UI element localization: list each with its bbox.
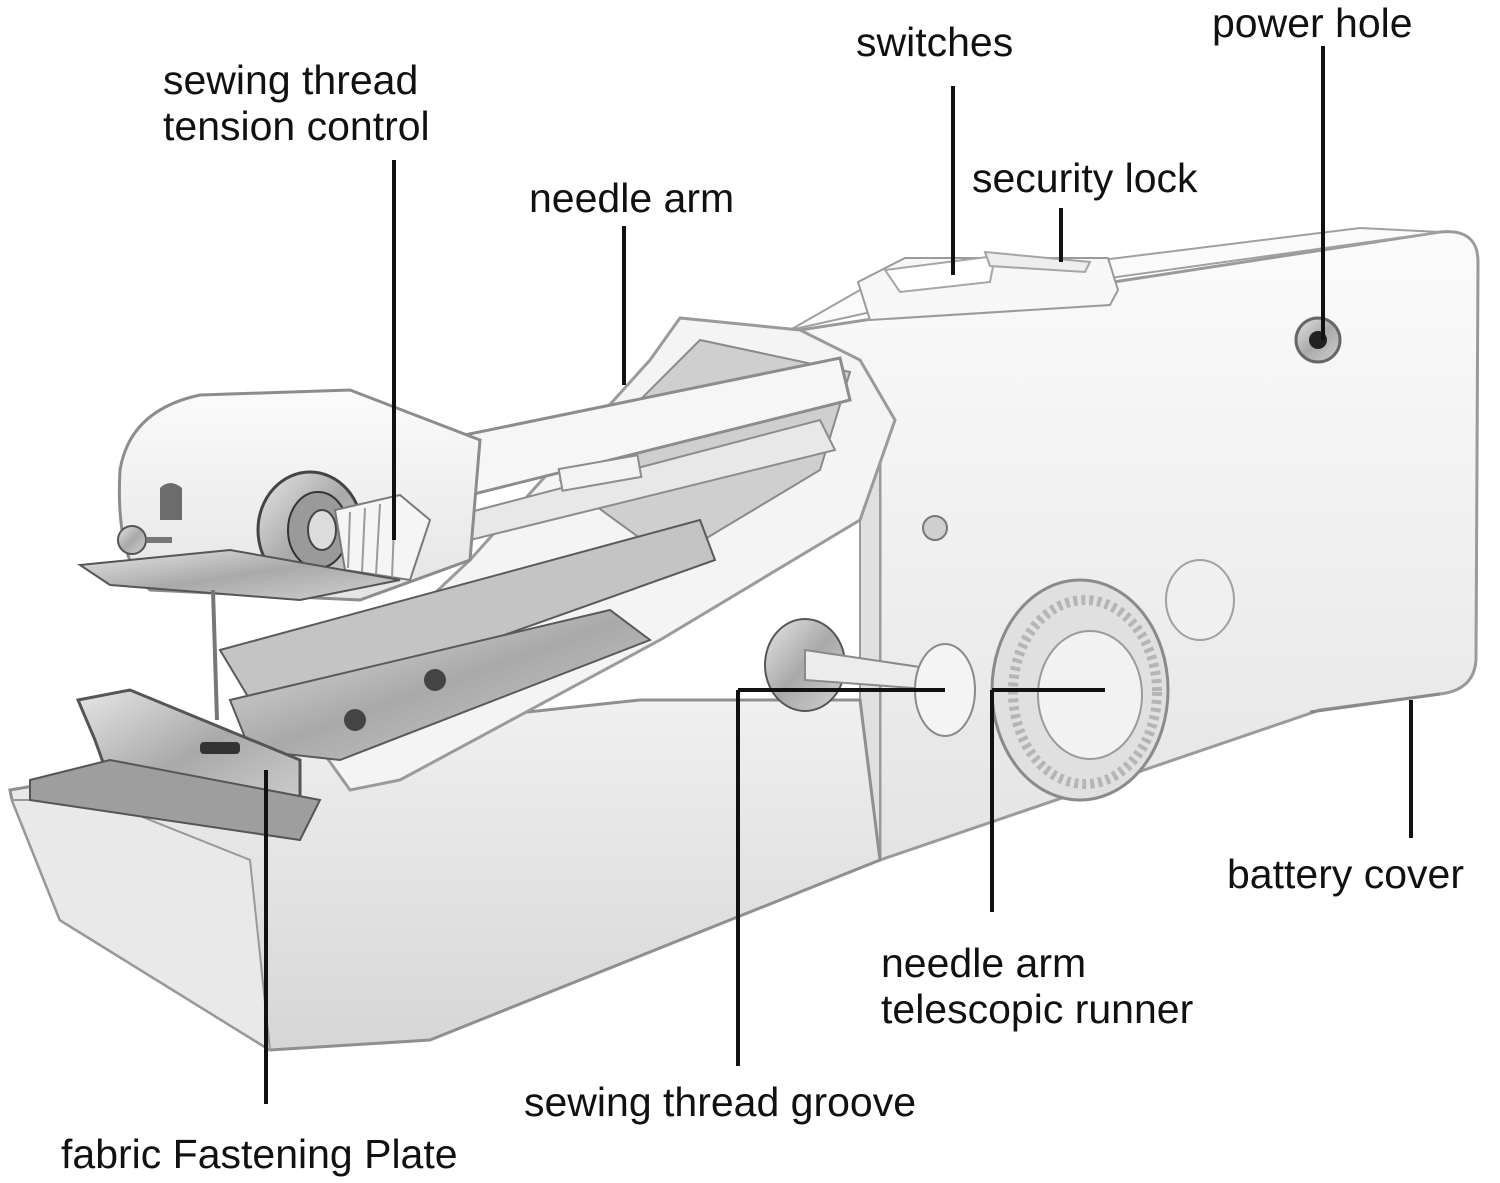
label-battery-cover: battery cover: [1227, 851, 1464, 897]
label-security-lock: security lock: [972, 155, 1198, 201]
label-fastening-plate: fabric Fastening Plate: [61, 1131, 458, 1177]
label-tension-control: sewing thread tension control: [163, 57, 430, 149]
label-telescopic-runner: needle arm telescopic runner: [881, 940, 1193, 1032]
leader-lines: [264, 46, 1413, 1104]
label-tension-control-line2: tension control: [163, 103, 430, 149]
needle-arm-beam: [438, 356, 852, 547]
battery-cover-seam: [1309, 692, 1441, 714]
round-button: [1165, 559, 1235, 641]
label-switches: switches: [856, 19, 1014, 65]
label-needle-arm: needle arm: [529, 175, 735, 221]
switch-housing: [856, 250, 1120, 322]
label-tension-control-line1: sewing thread: [163, 57, 419, 103]
screw-icon: [922, 515, 948, 541]
label-telescopic-runner-line1: needle arm: [881, 940, 1087, 986]
label-thread-groove: sewing thread groove: [524, 1079, 917, 1125]
label-power-hole: power hole: [1212, 0, 1413, 46]
metal-plates: [29, 518, 717, 842]
label-telescopic-runner-line2: telescopic runner: [881, 986, 1194, 1032]
power-hole: [1294, 316, 1342, 364]
